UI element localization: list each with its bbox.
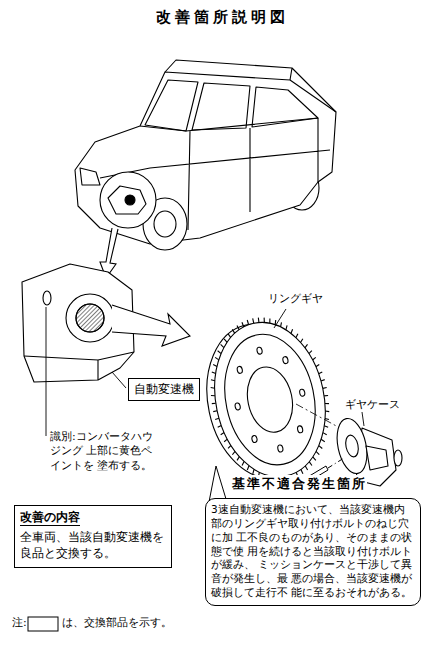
defect-box: 基準不適合発生箇所3速自動変速機において、当該変速機内 部のリングギヤ取り付けボ… <box>205 498 421 606</box>
car-windows <box>145 80 318 131</box>
leader-lines <box>46 307 364 436</box>
leader <box>46 307 47 436</box>
leader <box>362 412 364 426</box>
bolt-hole <box>277 445 283 453</box>
gear-hatch <box>76 304 104 332</box>
replacement-part-box: 自動変速機 <box>128 378 200 401</box>
small-transmission <box>108 186 146 214</box>
bolt-hole <box>256 347 262 355</box>
front-hub <box>154 211 176 237</box>
callout-tail <box>209 466 226 502</box>
transmission-callout-circle <box>66 294 114 342</box>
gear-tooth <box>263 318 265 323</box>
bolt-hole <box>235 403 241 411</box>
gear-outline <box>76 304 104 332</box>
box-body: 全車両、当該自動変速機を 良品と交換する。 <box>20 529 166 561</box>
bolt-hole <box>237 366 243 374</box>
gear-tooth <box>258 318 259 323</box>
car-callout-circle <box>100 172 156 228</box>
car-drawing <box>75 60 336 250</box>
note: は、交換部品を示す。 <box>62 616 172 630</box>
case-journal <box>394 450 402 466</box>
housing-lines <box>24 352 134 380</box>
gear-hub <box>242 363 299 437</box>
box-heading: 改善の内容 <box>20 509 80 526</box>
case-window <box>366 446 388 470</box>
gear-inner <box>213 326 327 473</box>
small-gear <box>125 195 135 205</box>
bolt-holes <box>224 340 316 459</box>
title: 改善箇所説明図 <box>0 8 445 27</box>
bolt-hole <box>299 389 305 397</box>
paint-mark <box>43 291 51 305</box>
bolt-axis <box>328 458 344 468</box>
leader <box>274 309 286 328</box>
part-name: 自動変速機 <box>134 382 194 396</box>
ring-gear <box>192 306 344 493</box>
gear-tooth <box>253 318 254 323</box>
drawing-stroke <box>112 305 190 346</box>
box-body: 3速自動変速機において、当該変速機内 部のリングギヤ取り付けボルトのねじ穴に加 … <box>211 503 415 600</box>
case-bore <box>344 434 360 458</box>
center-line <box>296 404 340 428</box>
bolt-hole <box>282 356 288 364</box>
gear-tooth <box>247 320 248 325</box>
gear-teeth <box>196 306 344 492</box>
car-panel-lines <box>100 118 330 230</box>
bolt-hole <box>297 425 303 433</box>
leader <box>112 372 126 388</box>
gear-face <box>201 312 339 487</box>
remedy-box: 改善の内容全車両、当該自動変速機を 良品と交換する。 <box>14 505 172 568</box>
identification-note: 識別:コンバータハウジング 上部に黄色ペイントを 塗布する。 <box>50 430 162 473</box>
bolt-hole <box>251 435 257 443</box>
arrow <box>112 305 190 346</box>
note: 注: <box>12 616 27 630</box>
car-body <box>75 72 336 244</box>
legend-box <box>28 617 58 631</box>
headlamp <box>80 168 100 185</box>
box-heading: 基準不適合発生箇所 <box>232 475 367 492</box>
part-name: ギヤケース <box>345 398 400 412</box>
part-name: リングギヤ <box>268 292 323 306</box>
